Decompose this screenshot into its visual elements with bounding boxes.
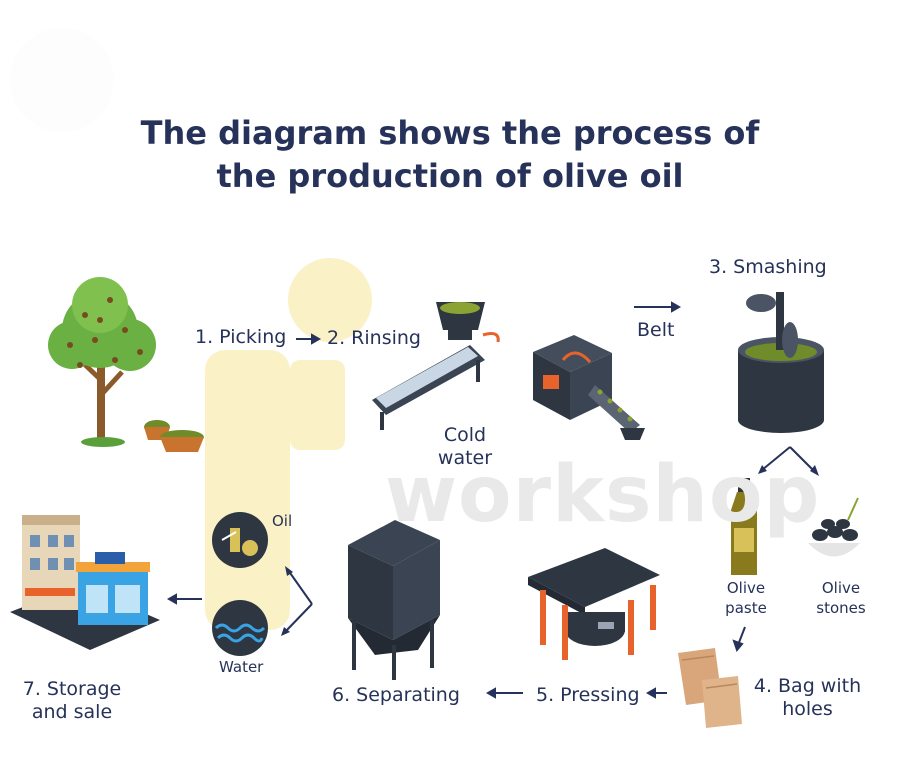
- separator-machine-icon: [348, 520, 440, 680]
- rinsing-machine-icon: [372, 302, 500, 430]
- label-rinsing: 2. Rinsing: [327, 327, 421, 349]
- watermark-text: workshop: [385, 450, 821, 540]
- label-belt: Belt: [637, 319, 675, 341]
- arrow-picking-to-rinsing: [296, 333, 322, 345]
- label-picking: 1. Picking: [195, 326, 287, 348]
- arrowhead-right: [810, 465, 819, 476]
- cold-water-line-1: Cold: [443, 424, 487, 446]
- arrow-belt: [634, 301, 682, 313]
- storage-buildings-icon: [10, 515, 160, 650]
- label-storage-and-sale: 7. Storage and sale: [12, 678, 132, 724]
- arrowhead-left: [758, 465, 767, 474]
- olive-stones-line-1: Olive: [821, 579, 861, 597]
- arrow-to-storage: [166, 593, 202, 605]
- corner-blob: [10, 28, 114, 132]
- olive-tree-icon: [48, 277, 156, 447]
- watermark-logo: [205, 258, 372, 630]
- label-olive-paste: Olive paste: [716, 578, 776, 618]
- oil-circle-icon: [212, 512, 268, 568]
- title-line-2: the production of olive oil: [216, 157, 684, 195]
- label-water: Water: [219, 658, 264, 676]
- label-oil: Oil: [272, 512, 293, 530]
- label-separating: 6. Separating: [332, 684, 460, 706]
- smashing-mill-icon: [738, 292, 824, 433]
- label-cold-water: Cold water: [430, 424, 500, 470]
- storage-line-1: 7. Storage: [22, 678, 122, 700]
- arrow-paste-to-bag: [732, 626, 746, 653]
- arrowhead-down: [281, 627, 290, 636]
- label-bag-with-holes: 4. Bag with holes: [745, 675, 870, 721]
- arrow-bag-to-pressing: [645, 687, 667, 699]
- press-machine-icon: [528, 548, 660, 660]
- olive-stones-bowl-icon: [808, 497, 860, 557]
- sack-icon: [678, 648, 742, 728]
- diagram-title: The diagram shows the process of the pro…: [0, 112, 900, 198]
- bag-line-1: 4. Bag with: [753, 675, 862, 697]
- arrows-split-smashing: [761, 446, 816, 473]
- arrow-pressing-to-separating: [485, 687, 523, 699]
- olive-paste-line-1: Olive: [726, 579, 766, 597]
- cold-water-line-2: water: [437, 447, 493, 469]
- olive-stones-line-2: stones: [816, 599, 866, 617]
- olive-paste-line-2: paste: [725, 599, 767, 617]
- title-line-1: The diagram shows the process of: [140, 114, 760, 152]
- bag-line-2: holes: [782, 698, 833, 720]
- belt-machine-icon: [533, 335, 645, 440]
- label-pressing: 5. Pressing: [536, 684, 640, 706]
- olive-basket-icon: [144, 420, 204, 452]
- olive-oil-bottle-icon: [731, 478, 757, 575]
- label-smashing: 3. Smashing: [709, 256, 827, 278]
- water-circle-icon: [212, 600, 268, 656]
- label-olive-stones: Olive stones: [806, 578, 876, 618]
- arrowhead-up: [285, 566, 293, 576]
- storage-line-2: and sale: [31, 701, 113, 723]
- arrows-split-separating: [284, 569, 313, 633]
